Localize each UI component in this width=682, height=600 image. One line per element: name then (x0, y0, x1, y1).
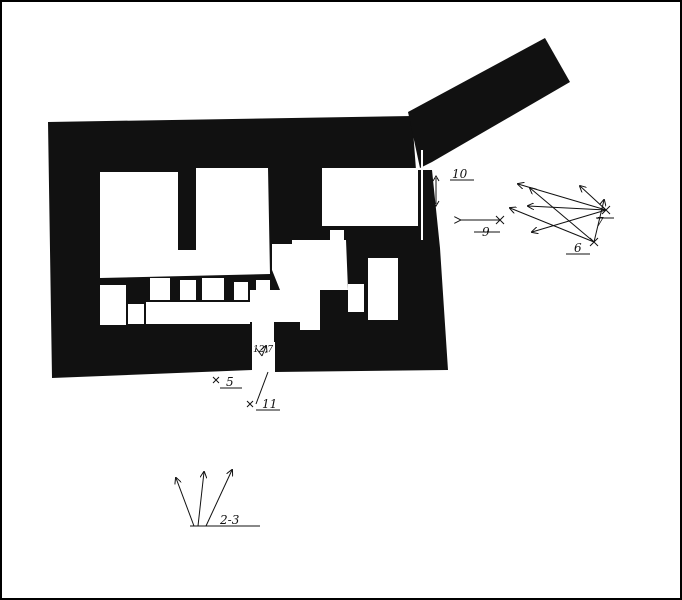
room-right-upper (322, 168, 418, 226)
station-5-label: 5 (226, 375, 234, 389)
niche-e (256, 280, 270, 290)
station-2-3-arrow-fan (176, 470, 260, 527)
station-6-7-arrow-fan (510, 184, 614, 255)
station-2-3-label: 2-3 (219, 513, 240, 527)
corridor-center (272, 240, 348, 330)
station-10-label: 10 (452, 167, 468, 181)
niche-d (234, 282, 248, 300)
niche-right (348, 284, 364, 312)
station-11-marker (246, 371, 280, 411)
corridor-lower (146, 302, 250, 324)
station-10-marker (432, 175, 474, 207)
station-12-7-marker (255, 346, 266, 357)
niche-a (150, 278, 170, 300)
niche-b (180, 280, 196, 300)
diagonal-wing (408, 38, 570, 168)
station-9-marker (460, 215, 505, 233)
room-large-left (100, 168, 270, 278)
niche-c (202, 278, 224, 300)
station-12-7-label: 12,7 (253, 345, 273, 355)
station-7-label: 7 (596, 215, 604, 229)
corridor-entrance (250, 290, 302, 322)
station-9-label: 9 (482, 225, 490, 239)
station-5-marker (212, 376, 242, 389)
niche-center-top (330, 230, 344, 240)
niche-lower-left (100, 285, 126, 325)
room-right-tall (368, 258, 398, 320)
niche-lower-left2 (128, 304, 144, 324)
station-6-label: 6 (574, 241, 582, 255)
station-11-label: 11 (262, 397, 277, 411)
